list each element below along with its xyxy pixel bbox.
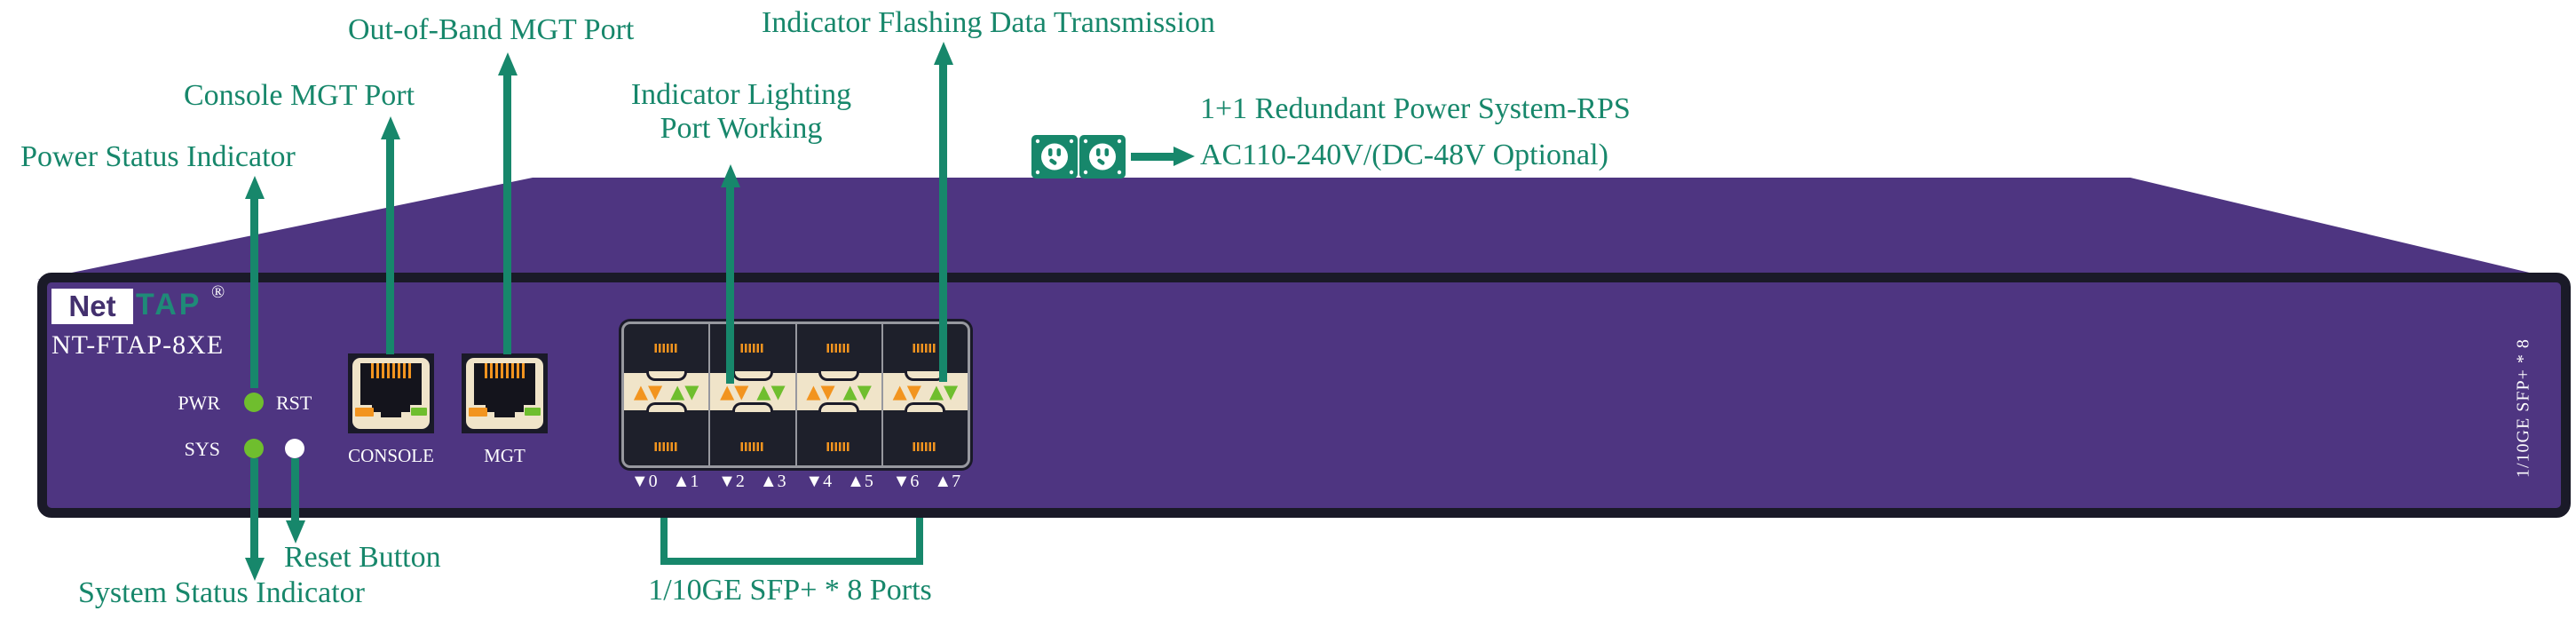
arrow-line [386, 136, 394, 354]
model-number: NT-FTAP-8XE [51, 330, 225, 360]
sfp-latch-band: ▲▼▲▼ [710, 371, 795, 412]
sfp-pins-icon [826, 344, 851, 353]
sfp-latch-icon [645, 371, 687, 381]
sfp-latch-icon [731, 371, 773, 381]
sfp-lower-slot [710, 410, 794, 465]
sfp-latch-band: ▲▼▲▼ [882, 371, 968, 412]
annotation-oob-port: Out-of-Band MGT Port [348, 13, 635, 46]
front-panel [37, 273, 2571, 518]
sfp-pins-icon [913, 344, 937, 353]
sys-label: SYS [184, 438, 220, 460]
arrow-line [503, 72, 511, 354]
sfp-latch-icon [818, 402, 860, 412]
port-led-indicators: ▲▼▲▼ [720, 380, 786, 402]
annotation-lighting: Indicator Lighting Port Working [581, 78, 901, 146]
sfp-pins-icon [740, 442, 765, 451]
sfp-slot-pair-4-5: ▲▼▲▼ [794, 324, 881, 465]
arrow-up-icon [381, 116, 400, 139]
annotation-lighting-line1: Indicator Lighting [630, 78, 852, 111]
sfp-pins-icon [654, 442, 679, 451]
sfp-upper-slot [624, 324, 708, 373]
arrow-line [250, 195, 258, 388]
port-number-group: ▼2 ▲3 [708, 472, 795, 492]
logo-net-box: Net [51, 289, 133, 324]
arrow-up-icon [245, 176, 265, 199]
arrow-up-icon [721, 164, 740, 187]
sfp-latch-icon [731, 402, 773, 412]
mgt-port-label: MGT [484, 445, 525, 466]
sfp-lower-slot [883, 410, 968, 465]
annotation-system-status: System Status Indicator [78, 576, 365, 609]
mgt-port-icon [462, 353, 548, 433]
sfp-ports-bracket [660, 518, 923, 565]
power-led [244, 393, 264, 412]
sfp-pins-icon [654, 344, 679, 353]
sfp-slot-pair-0-1: ▲▼▲▼ [624, 324, 709, 465]
rps-sockets [1031, 135, 1126, 179]
port-label: ▼2 [718, 472, 745, 491]
logo-tap-text: TAP [136, 288, 202, 321]
sfp-lower-slot [624, 410, 708, 465]
port-label: ▲1 [672, 472, 699, 491]
sfp-latch-icon [905, 402, 946, 412]
sfp-cage: ▲▼▲▼ ▲▼▲▼ ▲▼▲▼ [621, 321, 970, 468]
arrow-down-icon [245, 558, 265, 581]
arrow-up-icon [934, 42, 953, 65]
port-label: ▲5 [847, 472, 873, 491]
port-led-indicators: ▲▼▲▼ [892, 380, 959, 402]
annotation-flashing: Indicator Flashing Data Transmission [762, 6, 1215, 39]
sfp-slot-pair-6-7: ▲▼▲▼ [881, 324, 968, 465]
port-number-group: ▼4 ▲5 [796, 472, 883, 492]
sfp-latch-band: ▲▼▲▼ [796, 371, 881, 412]
sfp-pins-icon [826, 442, 851, 451]
sfp-latch-icon [818, 371, 860, 381]
arrow-line [939, 61, 947, 382]
sfp-slot-pair-2-3: ▲▼▲▼ [708, 324, 795, 465]
arrow-line [291, 458, 299, 522]
annotation-console-port: Console MGT Port [184, 79, 415, 112]
pwr-label: PWR [178, 392, 220, 414]
console-port-icon [348, 353, 434, 433]
port-label: ▼6 [892, 472, 920, 491]
sfp-upper-slot [797, 324, 881, 373]
arrow-up-icon [498, 52, 518, 75]
annotation-power-status: Power Status Indicator [20, 140, 296, 173]
annotation-reset-button: Reset Button [284, 541, 441, 574]
port-label: ▼4 [805, 472, 833, 491]
registered-trademark-icon: ® [211, 282, 225, 302]
sfp-lower-slot [797, 410, 881, 465]
arrow-down-icon [286, 520, 305, 544]
power-socket-icon [1079, 135, 1126, 179]
reset-button [285, 439, 304, 458]
port-label: ▲7 [934, 472, 961, 491]
sfp-pins-icon [740, 344, 765, 353]
rst-label: RST [276, 392, 312, 414]
annotation-rps-line2: AC110-240V/(DC-48V Optional) [1200, 139, 1608, 171]
sfp-upper-slot [883, 324, 968, 373]
arrow-line [250, 458, 258, 559]
arrow-right-icon [1173, 147, 1195, 166]
logo-net-text: Net [68, 290, 116, 322]
port-number-group: ▼0 ▲1 [621, 472, 708, 492]
power-socket-icon [1031, 135, 1078, 179]
console-port-label: CONSOLE [348, 445, 434, 466]
sfp-pins-icon [913, 442, 937, 451]
sfp-latch-band: ▲▼▲▼ [624, 371, 709, 412]
sfp-latch-icon [645, 402, 687, 412]
port-led-indicators: ▲▼▲▼ [633, 380, 699, 402]
sfp-port-numbers: ▼0 ▲1 ▼2 ▲3 ▼4 ▲5 ▼6 ▲7 [621, 472, 970, 492]
annotation-lighting-line2: Port Working [660, 112, 823, 145]
arrow-line [1131, 153, 1175, 161]
sfp-upper-slot [710, 324, 794, 373]
port-led-indicators: ▲▼▲▼ [806, 380, 872, 402]
system-led [244, 439, 264, 458]
annotation-sfp-ports: 1/10GE SFP+ * 8 Ports [648, 574, 932, 607]
arrow-line [726, 184, 734, 384]
annotation-rps-line1: 1+1 Redundant Power System-RPS [1200, 92, 1631, 125]
side-panel-label: 1/10GE SFP+ * 8 [2513, 338, 2533, 478]
port-number-group: ▼6 ▲7 [883, 472, 970, 492]
port-label: ▲3 [759, 472, 786, 491]
port-label: ▼0 [630, 472, 658, 491]
